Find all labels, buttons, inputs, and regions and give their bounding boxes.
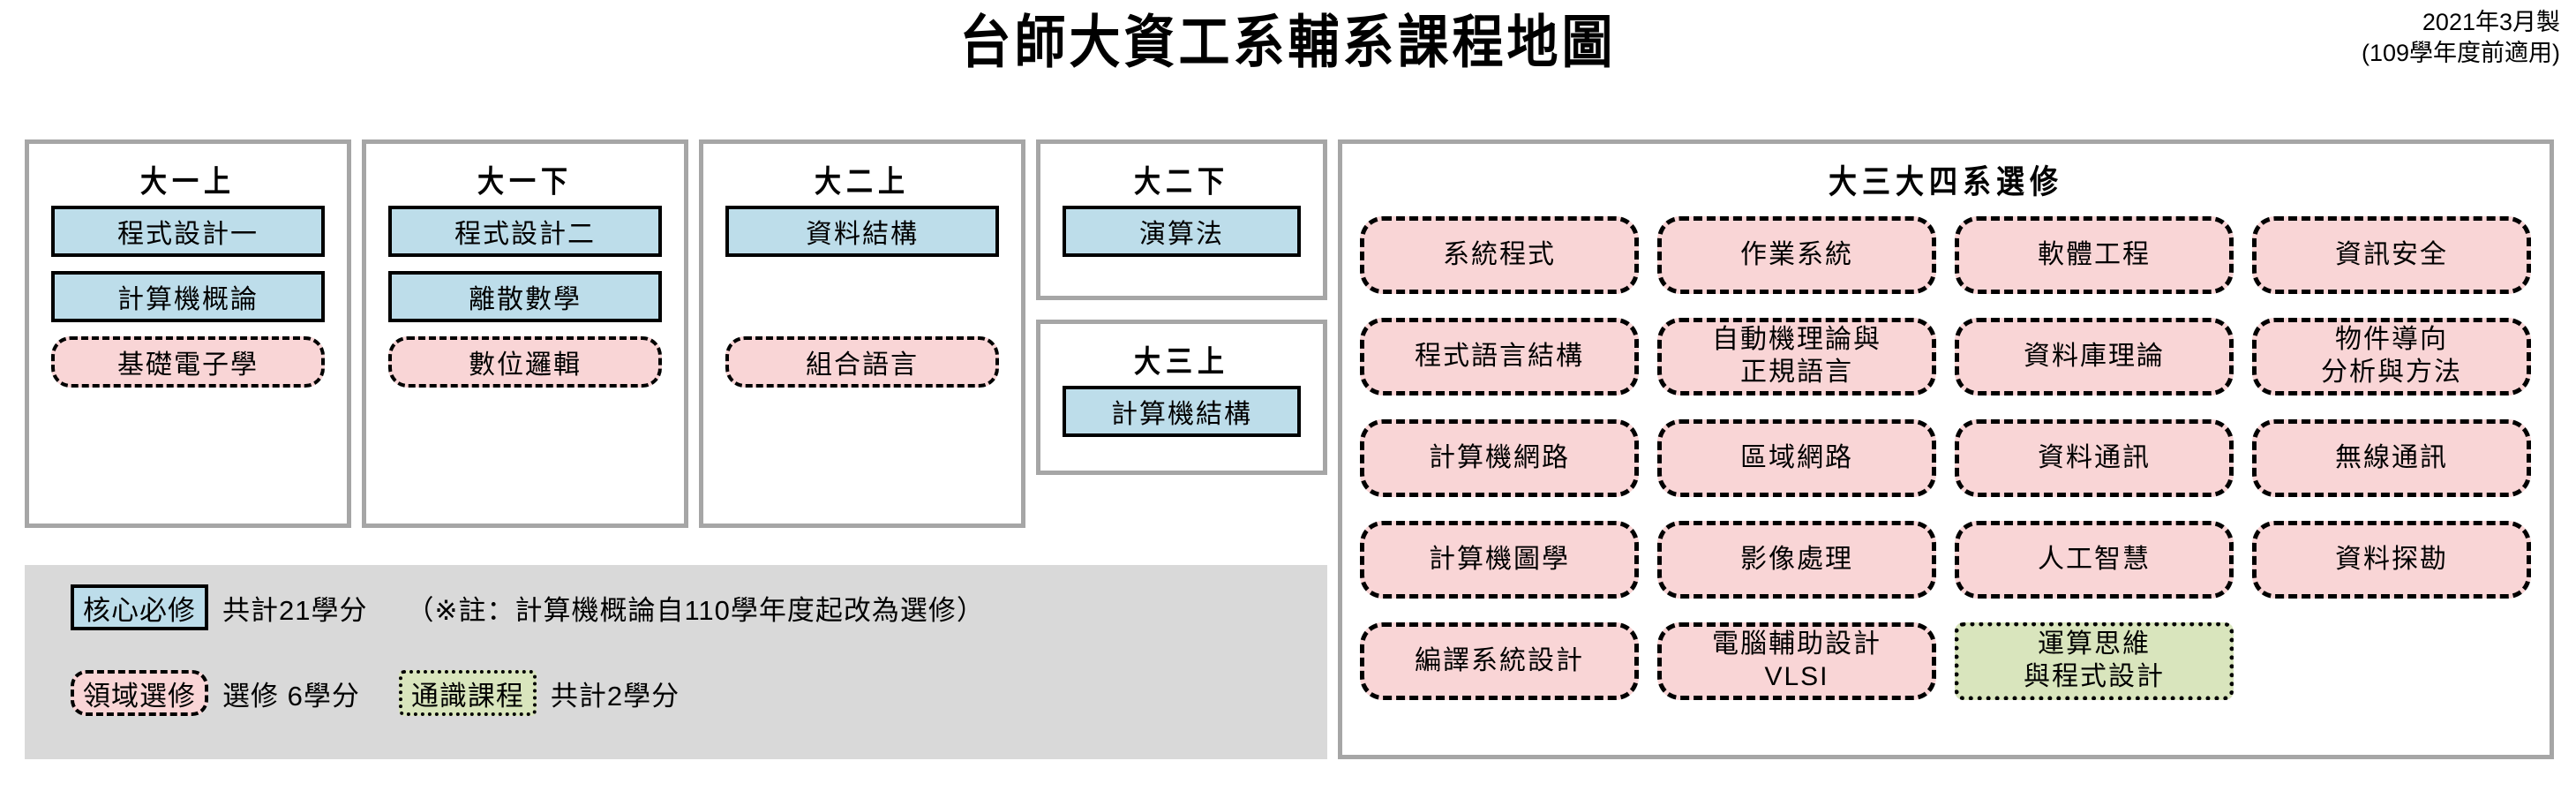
- course-box[interactable]: 數位邏輯: [388, 336, 662, 388]
- elective-slot-empty: [2252, 622, 2531, 700]
- elective-course-box[interactable]: 人工智慧: [1955, 521, 2234, 599]
- semester-title: 大二上: [815, 164, 910, 200]
- semester-column-5: 大三上 計算機結構: [1036, 320, 1327, 475]
- elective-course-box[interactable]: 無線通訊: [2252, 419, 2531, 497]
- legend-text-elective: 選修 6學分: [222, 680, 360, 712]
- elective-course-box[interactable]: 運算思維與程式設計: [1955, 622, 2234, 700]
- course-slot-empty: [725, 271, 999, 322]
- elective-course-box[interactable]: 軟體工程: [1955, 216, 2234, 294]
- semester-column-4: 大二下 演算法: [1036, 139, 1327, 300]
- legend-text-ge: 共計2學分: [550, 680, 680, 712]
- semester-title: 大一下: [477, 164, 573, 200]
- course-box[interactable]: 資料結構: [725, 206, 999, 257]
- course-box[interactable]: 離散數學: [388, 271, 662, 322]
- date-block: 2021年3月製 (109學年度前適用): [2362, 7, 2560, 68]
- legend-text-core: 共計21學分: [222, 594, 368, 626]
- legend-note-core: （※註：計算機概論自110學年度起改為選修）: [406, 594, 985, 626]
- course-box[interactable]: 計算機結構: [1063, 386, 1301, 437]
- elective-course-box[interactable]: 資訊安全: [2252, 216, 2531, 294]
- elective-course-box[interactable]: 計算機網路: [1360, 419, 1639, 497]
- page-title: 台師大資工系輔系課程地圖: [959, 8, 1617, 76]
- semester-column-3: 大二上 資料結構 組合語言: [699, 139, 1025, 528]
- semester-column-2: 大一下 程式設計二 離散數學 數位邏輯: [362, 139, 688, 528]
- elective-course-box[interactable]: 編譯系統設計: [1360, 622, 1639, 700]
- semester-column-1: 大一上 程式設計一 計算機概論 基礎電子學: [25, 139, 351, 528]
- elective-panel: 大三大四系選修 系統程式作業系統軟體工程資訊安全程式語言結構自動機理論與正規語言…: [1338, 139, 2554, 759]
- legend-panel: 核心必修 共計21學分 （※註：計算機概論自110學年度起改為選修） 領域選修 …: [25, 565, 1327, 759]
- legend-chip-core: 核心必修: [71, 584, 208, 630]
- elective-course-box[interactable]: 資料庫理論: [1955, 318, 2234, 396]
- course-box[interactable]: 程式設計一: [51, 206, 325, 257]
- elective-course-box[interactable]: 自動機理論與正規語言: [1657, 318, 1936, 396]
- course-box[interactable]: 計算機概論: [51, 271, 325, 322]
- course-box[interactable]: 程式設計二: [388, 206, 662, 257]
- elective-course-box[interactable]: 物件導向分析與方法: [2252, 318, 2531, 396]
- date-line-1: 2021年3月製: [2422, 9, 2560, 35]
- elective-course-box[interactable]: 資料探勘: [2252, 521, 2531, 599]
- elective-course-box[interactable]: 系統程式: [1360, 216, 1639, 294]
- legend-row-core: 核心必修 共計21學分 （※註：計算機概論自110學年度起改為選修）: [25, 565, 1327, 650]
- course-box[interactable]: 組合語言: [725, 336, 999, 388]
- legend-chip-ge: 通識課程: [398, 670, 537, 716]
- elective-course-grid: 系統程式作業系統軟體工程資訊安全程式語言結構自動機理論與正規語言資料庫理論物件導…: [1342, 209, 2550, 707]
- elective-panel-title: 大三大四系選修: [1828, 162, 2063, 201]
- course-box[interactable]: 演算法: [1063, 206, 1301, 257]
- legend-row-elective-ge: 領域選修 選修 6學分 通識課程 共計2學分: [25, 650, 1327, 736]
- semester-title: 大一上: [140, 164, 236, 200]
- elective-course-box[interactable]: 影像處理: [1657, 521, 1936, 599]
- elective-course-box[interactable]: 區域網路: [1657, 419, 1936, 497]
- elective-course-box[interactable]: 作業系統: [1657, 216, 1936, 294]
- legend-chip-elective: 領域選修: [71, 670, 208, 716]
- elective-course-box[interactable]: 計算機圖學: [1360, 521, 1639, 599]
- semester-title: 大三上: [1134, 344, 1229, 380]
- semester-title: 大二下: [1134, 164, 1229, 200]
- elective-course-box[interactable]: 程式語言結構: [1360, 318, 1639, 396]
- course-box[interactable]: 基礎電子學: [51, 336, 325, 388]
- elective-course-box[interactable]: 資料通訊: [1955, 419, 2234, 497]
- date-line-2: (109學年度前適用): [2361, 39, 2560, 66]
